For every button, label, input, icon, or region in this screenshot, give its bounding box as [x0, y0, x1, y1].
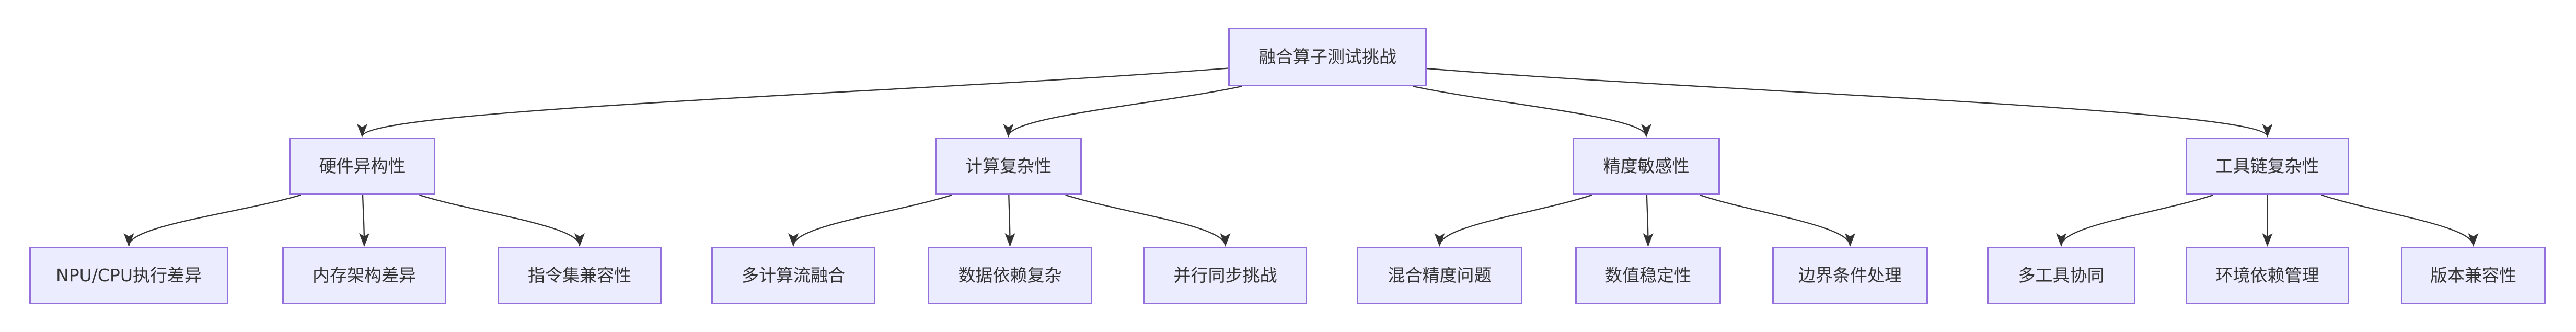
- node-hw: 硬件异构性: [289, 138, 435, 195]
- node-comp1: 多计算流融合: [711, 247, 875, 304]
- edge-tool-tool1: [2056, 194, 2214, 247]
- node-comp: 计算复杂性: [935, 138, 1082, 195]
- edge-root-comp: [1003, 85, 1242, 138]
- edge-hw-hw2: [359, 194, 369, 247]
- edge-root-hw: [357, 67, 1229, 138]
- node-label-hw1: NPU/CPU执行差异: [56, 265, 202, 286]
- edge-comp-comp3: [1065, 194, 1231, 247]
- node-prec: 精度敏感性: [1573, 138, 1720, 195]
- node-prec3: 边界条件处理: [1772, 247, 1928, 304]
- edge-prec-prec2: [1643, 194, 1654, 247]
- node-prec2: 数值稳定性: [1575, 247, 1721, 304]
- node-label-comp1: 多计算流融合: [742, 265, 845, 286]
- edge-comp-comp1: [788, 194, 952, 247]
- node-label-comp2: 数据依赖复杂: [958, 265, 1062, 286]
- node-label-comp3: 并行同步挑战: [1173, 265, 1277, 286]
- edge-root-tool: [1426, 67, 2273, 138]
- node-hw1: NPU/CPU执行差异: [29, 247, 228, 304]
- node-label-hw2: 内存架构差异: [313, 265, 416, 286]
- node-label-hw3: 指令集兼容性: [528, 265, 631, 286]
- edge-hw-hw1: [123, 194, 301, 247]
- node-label-root: 融合算子测试挑战: [1258, 47, 1396, 67]
- node-hw3: 指令集兼容性: [498, 247, 662, 304]
- node-label-prec2: 数值稳定性: [1605, 265, 1691, 286]
- edge-comp-comp2: [1004, 194, 1015, 247]
- edge-prec-prec3: [1700, 194, 1855, 247]
- node-tool3: 版本兼容性: [2401, 247, 2546, 304]
- node-label-hw: 硬件异构性: [319, 156, 406, 177]
- node-label-prec: 精度敏感性: [1603, 156, 1690, 177]
- node-tool2: 环境依赖管理: [2186, 247, 2349, 304]
- node-root: 融合算子测试挑战: [1228, 28, 1427, 86]
- node-tool: 工具链复杂性: [2186, 138, 2349, 195]
- edge-prec-prec1: [1434, 194, 1592, 247]
- node-hw2: 内存架构差异: [282, 247, 446, 304]
- node-label-comp: 计算复杂性: [965, 156, 1052, 177]
- node-label-tool1: 多工具协同: [2018, 265, 2105, 286]
- edge-tool-tool3: [2321, 194, 2479, 247]
- node-label-prec1: 混合精度问题: [1388, 265, 1492, 286]
- edge-hw-hw3: [419, 194, 585, 247]
- node-label-tool2: 环境依赖管理: [2215, 265, 2319, 286]
- node-label-prec3: 边界条件处理: [1798, 265, 1902, 286]
- node-comp2: 数据依赖复杂: [928, 247, 1092, 304]
- edge-root-prec: [1413, 85, 1651, 138]
- node-prec1: 混合精度问题: [1357, 247, 1522, 304]
- node-label-tool3: 版本兼容性: [2430, 265, 2516, 286]
- node-tool1: 多工具协同: [1987, 247, 2135, 304]
- node-comp3: 并行同步挑战: [1143, 247, 1307, 304]
- node-label-tool: 工具链复杂性: [2215, 156, 2319, 177]
